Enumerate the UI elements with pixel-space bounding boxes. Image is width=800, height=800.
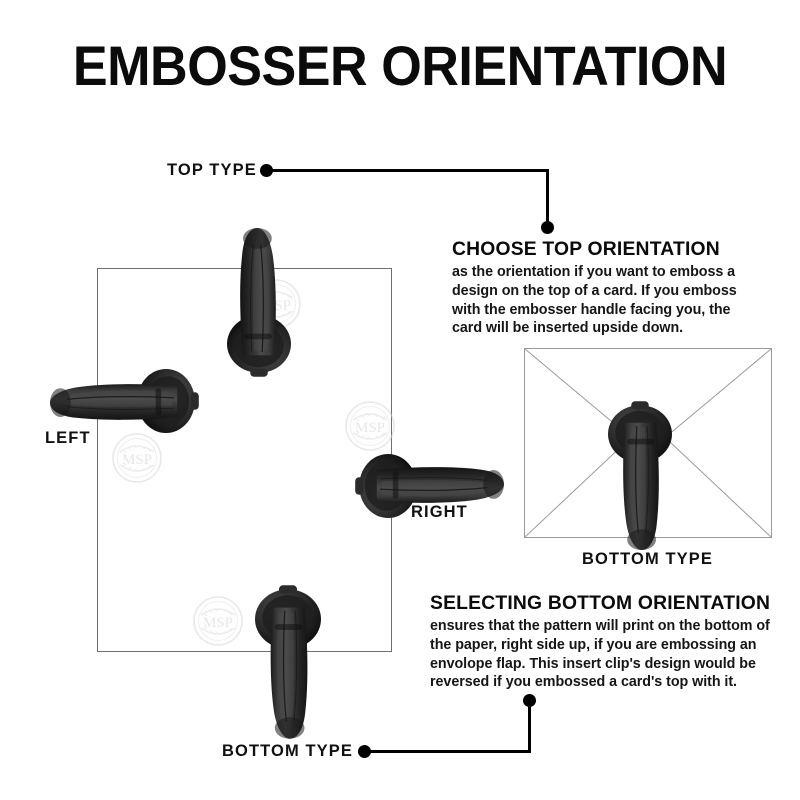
connector-dot-top-start xyxy=(260,164,273,177)
callout-selecting-bottom-heading: SELECTING BOTTOM ORIENTATION xyxy=(430,592,771,614)
callout-selecting-bottom: SELECTING BOTTOM ORIENTATION ensures tha… xyxy=(430,592,782,692)
embosser-top xyxy=(214,196,304,378)
label-bottom-type: BOTTOM TYPE xyxy=(222,742,353,760)
connector-line-bottom-vertical xyxy=(528,700,531,752)
connector-line-top-horizontal xyxy=(270,169,549,172)
callout-selecting-bottom-body: ensures that the pattern will print on t… xyxy=(430,618,770,691)
connector-line-top-vertical xyxy=(546,169,549,227)
embosser-left xyxy=(18,356,200,446)
connector-dot-bottom-end xyxy=(523,694,536,707)
callout-choose-top-body: as the orientation if you want to emboss… xyxy=(452,264,737,337)
label-left: LEFT xyxy=(45,429,91,447)
connector-dot-top-end xyxy=(541,221,554,234)
label-top-type: TOP TYPE xyxy=(167,161,257,179)
embosser-bottom xyxy=(243,582,333,747)
msp-seal-watermark xyxy=(192,595,244,647)
connector-line-bottom-horizontal xyxy=(368,750,531,753)
callout-choose-top-heading: CHOOSE TOP ORIENTATION xyxy=(452,238,720,260)
connector-dot-bottom-start xyxy=(358,745,371,758)
page-title: EMBOSSER ORIENTATION xyxy=(72,34,728,97)
embosser-envelope xyxy=(595,398,685,558)
callout-choose-top: CHOOSE TOP ORIENTATION as the orientatio… xyxy=(452,238,762,338)
label-envelope-bottom-type: BOTTOM TYPE xyxy=(582,550,713,568)
label-right: RIGHT xyxy=(411,503,468,521)
